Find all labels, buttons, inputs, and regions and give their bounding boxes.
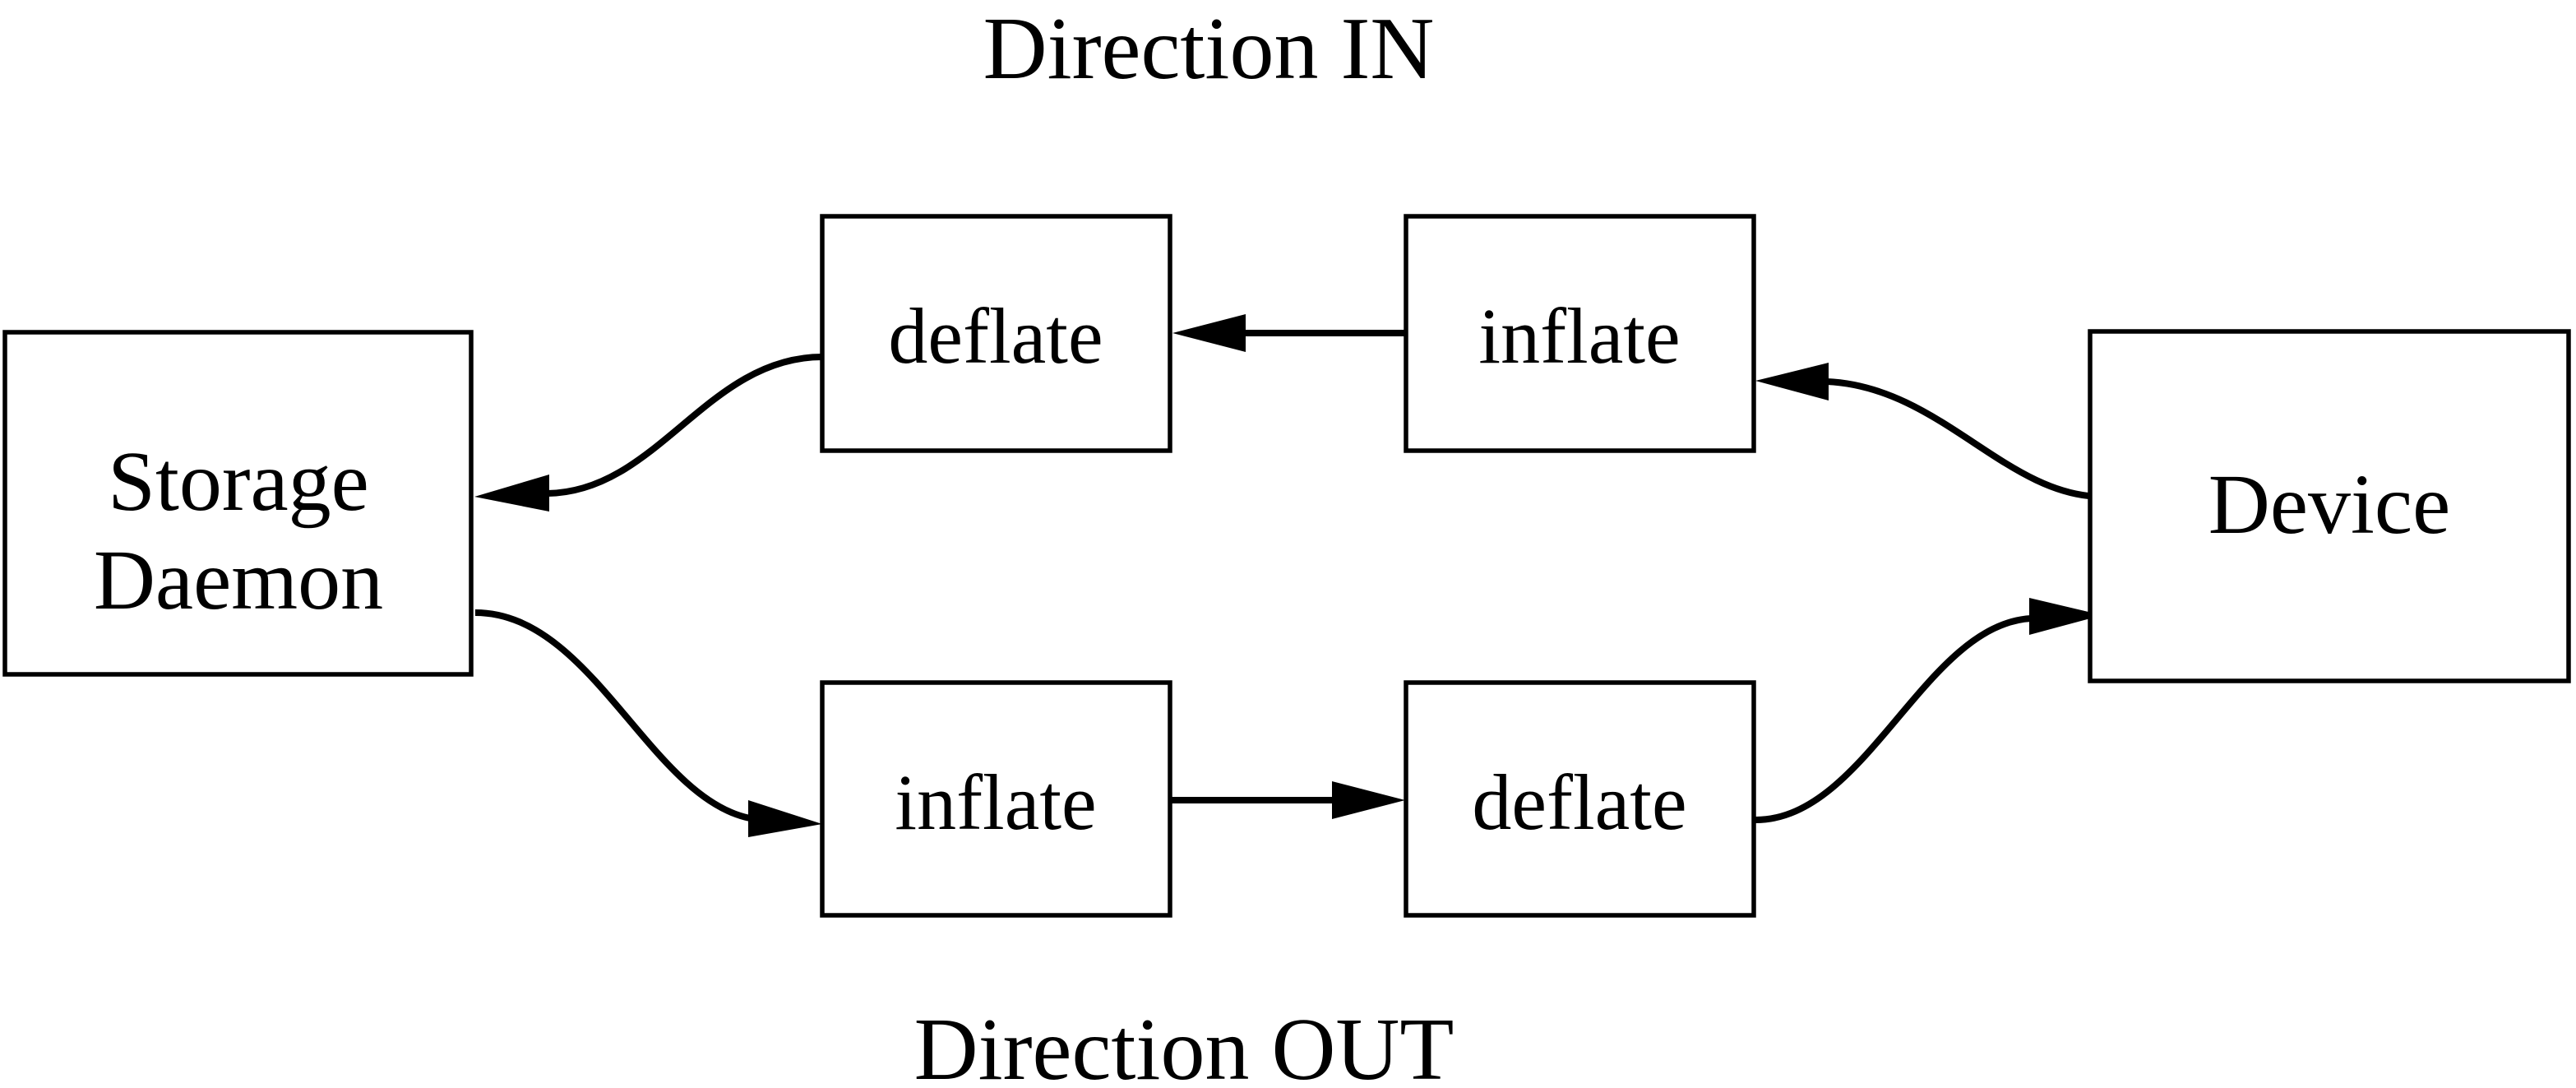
- edge-deflate-in-to-storage-line: [547, 354, 823, 497]
- caption-direction-in: Direction IN: [983, 0, 1435, 98]
- node-inflate-in-label: inflate: [1478, 292, 1680, 380]
- node-device-rect[interactable]: [2088, 329, 2571, 683]
- edge-deflate-out-to-device-line: [1755, 615, 2032, 823]
- node-device[interactable]: Device: [2088, 329, 2571, 683]
- caption-direction-out: Direction OUT: [914, 1001, 1454, 1088]
- node-inflate-in-rect[interactable]: [1404, 214, 1756, 453]
- node-deflate-in-rect[interactable]: [820, 214, 1172, 453]
- node-storage-daemon-rect[interactable]: [2, 330, 474, 677]
- node-deflate-out[interactable]: deflate: [1404, 680, 1756, 918]
- node-inflate-in[interactable]: inflate: [1404, 214, 1756, 453]
- node-inflate-out-label: inflate: [895, 758, 1096, 846]
- node-storage-daemon-label-line2: Daemon: [94, 533, 383, 627]
- node-deflate-out-label: deflate: [1472, 758, 1686, 846]
- node-deflate-in[interactable]: deflate: [820, 214, 1172, 453]
- edge-storage-to-inflate-out-line: [474, 609, 751, 822]
- arrowhead-inflate-out-to-deflate-out: [1332, 781, 1405, 819]
- arrowhead-inflate-in-to-deflate-in: [1172, 314, 1246, 352]
- arrowhead-deflate-out-to-device: [2029, 598, 2102, 635]
- edge-inflate-out-to-deflate-out: [1170, 781, 1405, 819]
- edge-deflate-in-to-storage: [474, 354, 823, 512]
- edge-device-to-inflate-in: [1755, 363, 2103, 500]
- edge-device-to-inflate-in-line: [1826, 378, 2103, 500]
- edge-deflate-out-to-device: [1755, 598, 2102, 823]
- node-storage-daemon-label-line1: Storage: [108, 434, 369, 529]
- edge-storage-to-inflate-out: [474, 609, 822, 837]
- arrowhead-device-to-inflate-in: [1755, 363, 1829, 400]
- edge-inflate-in-to-deflate-in: [1172, 314, 1406, 352]
- node-storage-daemon[interactable]: Storage Daemon: [2, 330, 474, 677]
- node-deflate-in-label: deflate: [888, 292, 1103, 380]
- node-device-label: Device: [2208, 457, 2450, 552]
- node-inflate-out-rect[interactable]: [820, 680, 1172, 918]
- arrowhead-storage-to-inflate-out: [748, 800, 822, 837]
- node-deflate-out-rect[interactable]: [1404, 680, 1756, 918]
- arrowhead-deflate-in-to-storage: [474, 475, 549, 512]
- node-inflate-out[interactable]: inflate: [820, 680, 1172, 918]
